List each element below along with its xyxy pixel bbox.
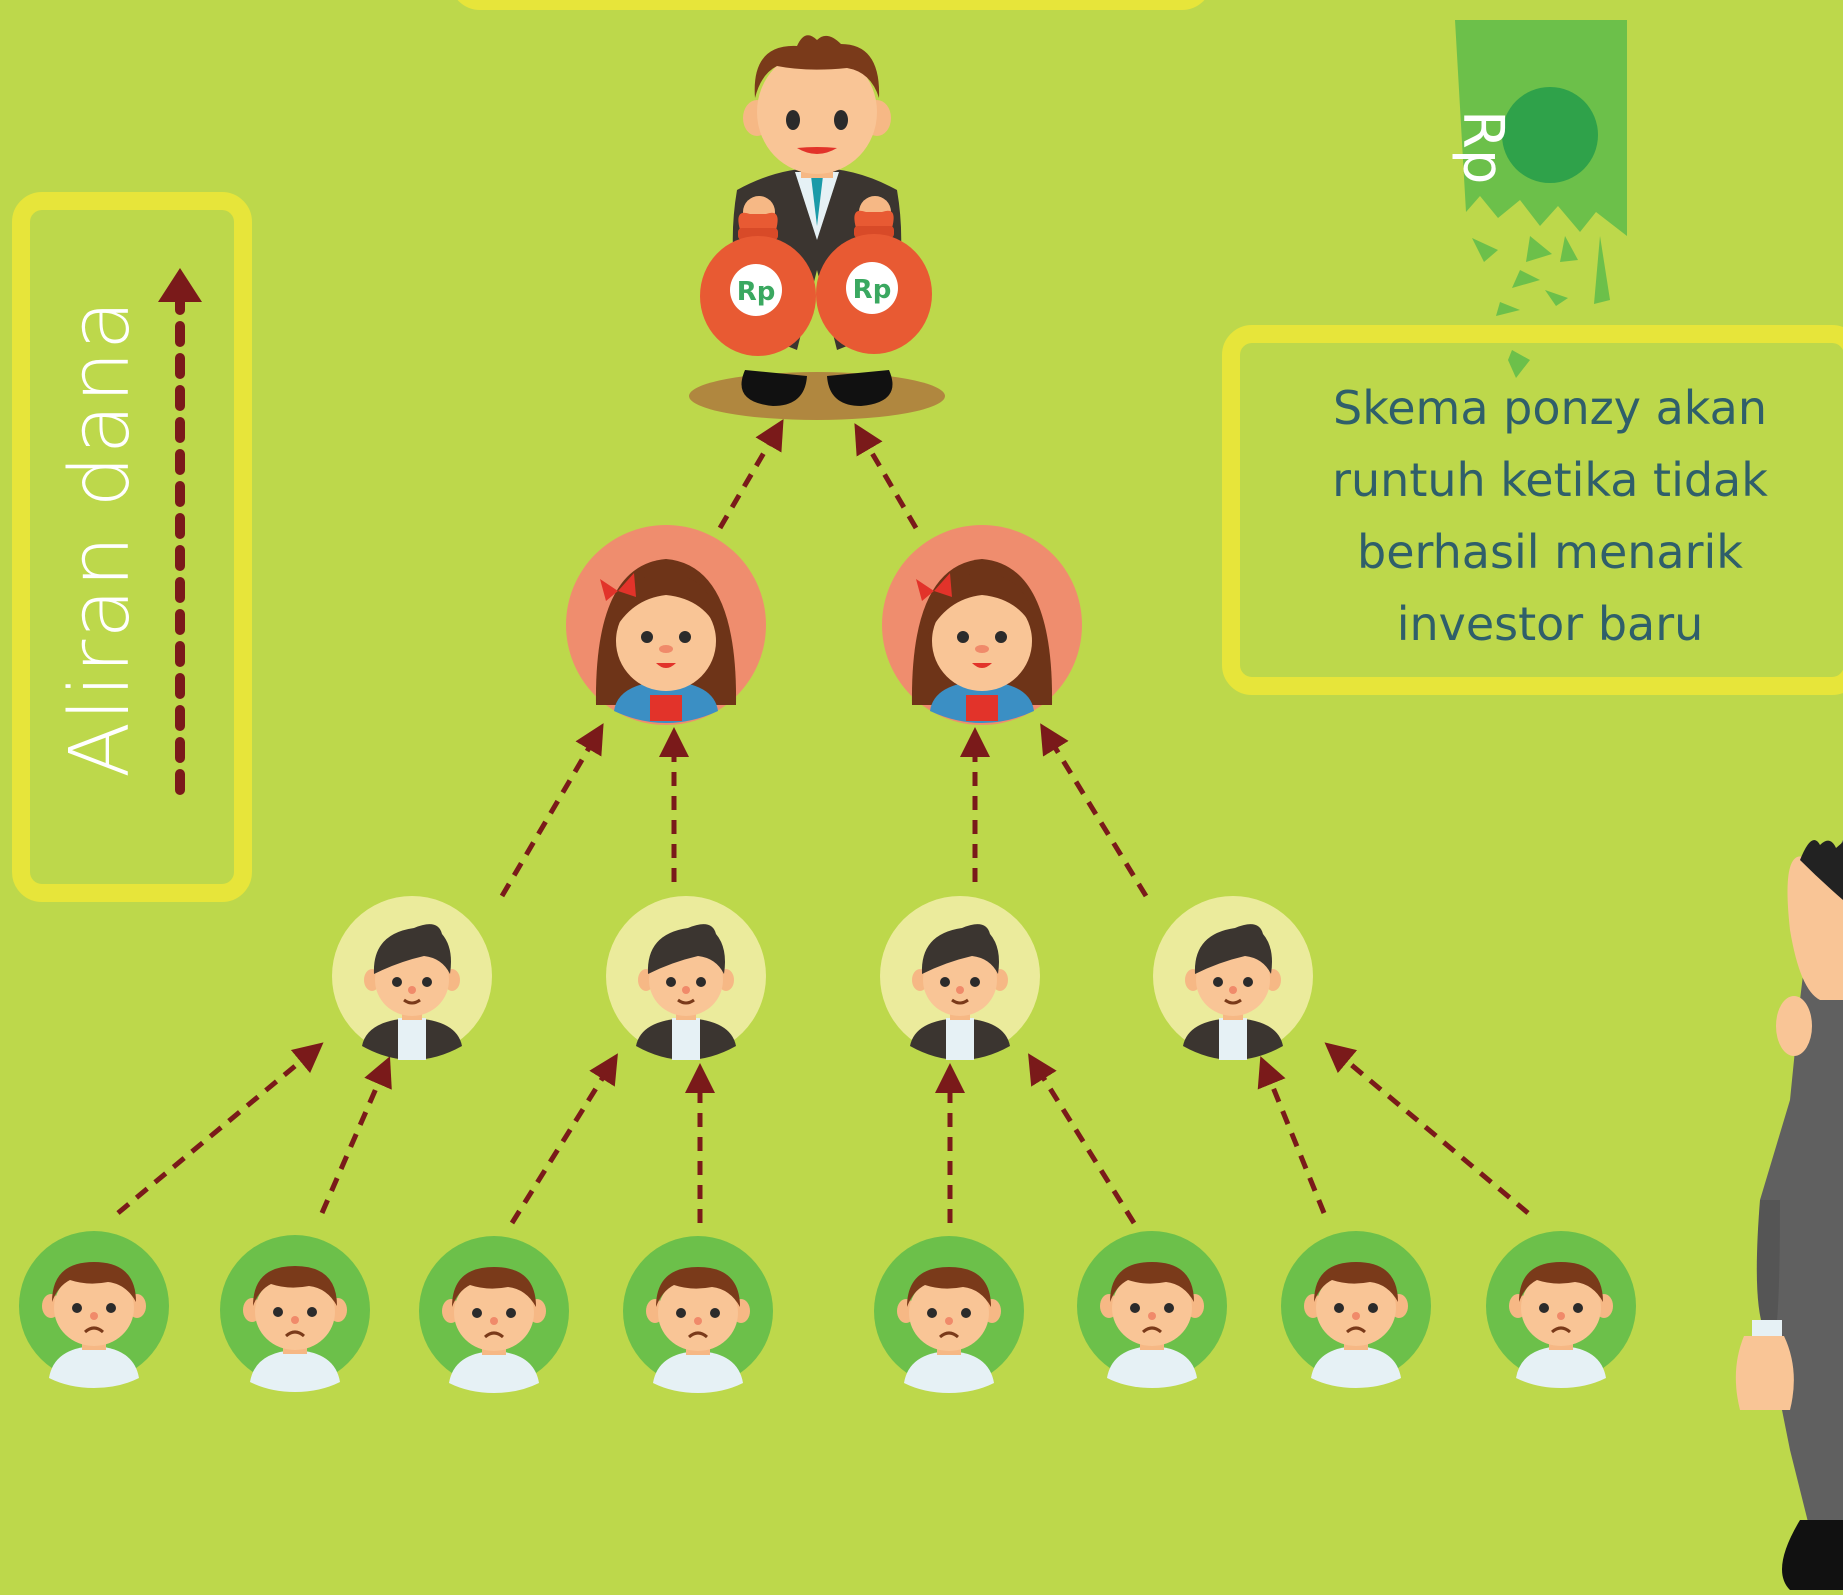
bag-label-left: Rp	[737, 277, 776, 307]
recruiter-man-4	[1151, 894, 1315, 1062]
flag-currency-label: Rp	[1450, 110, 1515, 185]
investor-5	[872, 1234, 1026, 1395]
investor-2	[218, 1233, 372, 1394]
note-frame	[1222, 325, 1843, 695]
collapse-note: Skema ponzy akan runtuh ketika tidak ber…	[1332, 381, 1768, 651]
investor-7	[1279, 1229, 1433, 1390]
flow-arrow-head-icon	[158, 268, 202, 302]
recruiter-man-2	[604, 894, 768, 1062]
connector-arrows	[116, 419, 1530, 1225]
falling-man-figure	[1735, 840, 1843, 1590]
recruiter-man-1	[330, 894, 494, 1062]
investor-3	[417, 1234, 571, 1395]
recruiter-woman-2	[882, 525, 1082, 725]
recruiter-woman-1	[566, 525, 766, 725]
investor-4	[621, 1234, 775, 1395]
flow-frame	[12, 192, 252, 902]
investor-8	[1484, 1229, 1638, 1390]
flow-label: Aliran dana	[53, 298, 148, 778]
investor-6	[1075, 1229, 1229, 1390]
investor-1	[17, 1229, 171, 1390]
ponzi-operator-figure: Rp Rp	[689, 35, 945, 420]
recruiter-man-3	[878, 894, 1042, 1062]
money-flag-icon	[1455, 20, 1627, 378]
bag-label-right: Rp	[853, 275, 892, 305]
